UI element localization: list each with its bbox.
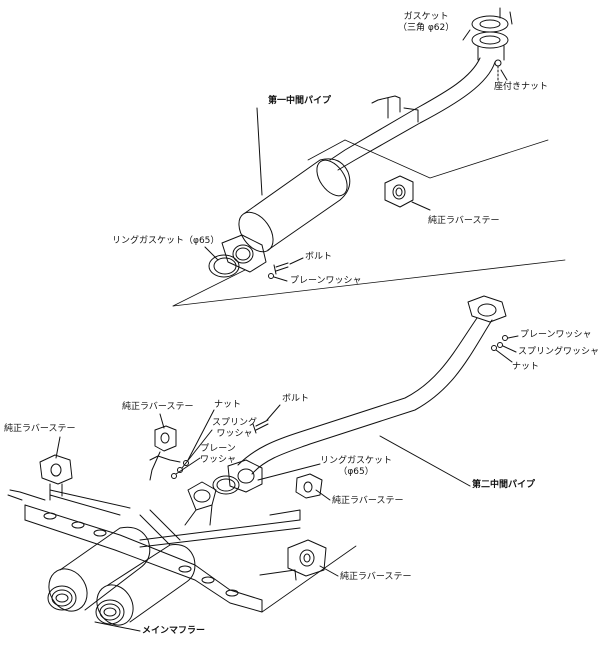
gasket-triangle-label: ガスケット （三角 φ62） xyxy=(398,12,454,34)
leader-ring-upper xyxy=(204,246,219,261)
exhaust-tip-left xyxy=(47,585,77,611)
gasket-triangle-line1: ガスケット xyxy=(403,12,449,22)
right-fasteners xyxy=(491,335,519,363)
leader-ring-lower xyxy=(257,463,321,481)
leader-washer-upper xyxy=(273,276,288,282)
leader-second-mid xyxy=(379,435,471,487)
rubber-stay-right-mid xyxy=(295,473,323,499)
spring-washer-center-label: スプリング ワッシャ xyxy=(212,418,257,440)
ring-gasket-upper xyxy=(208,254,240,278)
spring-washer-right-label: スプリングワッシャ xyxy=(518,347,600,357)
leader-stay-right-mid xyxy=(315,489,331,501)
rubber-stay-upper-label: 純正ラバーステー xyxy=(428,216,500,226)
plain-washer-center-label: プレーン ワッシャ xyxy=(200,444,236,466)
leader-bolt-upper xyxy=(289,257,304,265)
bolt-upper-label: ボルト xyxy=(305,252,333,262)
second-mid-inlet-flange xyxy=(467,295,507,323)
leader-seat-nut xyxy=(500,69,508,81)
gasket-triangle-line2: （三角 φ62） xyxy=(398,23,455,33)
first-mid-pipe-assembly xyxy=(172,7,566,307)
ring-gasket-lower-line1: リングガスケット xyxy=(320,456,393,466)
plain-washer-upper-label: プレーンワッシャ xyxy=(290,276,362,286)
plain-washer-right-label: プレーンワッシャ xyxy=(520,330,592,340)
ring-gasket-lower xyxy=(212,475,240,495)
spring-line2: ワッシャ xyxy=(216,429,253,439)
first-mid-pipe-label: 第一中間パイプ xyxy=(268,96,332,106)
seat-nut-label: 座付きナット xyxy=(494,82,549,92)
spring-line1: スプリング xyxy=(212,418,258,428)
frame-holes xyxy=(43,512,239,597)
first-mid-outlet-flange xyxy=(221,234,267,273)
first-mid-pipe-tube xyxy=(329,57,481,161)
second-mid-outlet-flange xyxy=(227,459,263,493)
rubber-stay-left-mid-label: 純正ラバーステー xyxy=(122,402,194,412)
upper-bolt xyxy=(268,262,289,279)
bolt-center-label: ボルト xyxy=(282,394,310,404)
leader-first-mid xyxy=(256,107,263,196)
leader-gasket-top xyxy=(462,29,471,41)
rubber-stay-upper xyxy=(384,175,414,208)
second-mid-pipe-assembly xyxy=(212,295,519,495)
leader-stay-left-mid xyxy=(159,413,165,429)
plain-line1: プレーン xyxy=(200,444,236,454)
plain-line2: ワッシャ xyxy=(200,455,237,465)
leader-stay-upper xyxy=(411,201,431,211)
rubber-stay-far-left xyxy=(39,454,73,501)
center-bolt xyxy=(252,419,269,434)
leader-nut-center xyxy=(187,409,215,461)
triangle-gasket-top xyxy=(471,7,513,61)
rubber-stay-far-left-label: 純正ラバーステー xyxy=(4,424,76,434)
leader-main-muffler xyxy=(94,621,141,632)
second-mid-pipe-tube xyxy=(237,317,478,466)
leader-stay-right-low xyxy=(319,565,339,577)
plane-guide-upper-left xyxy=(307,139,346,161)
rubber-stay-left-mid xyxy=(149,425,177,481)
ring-gasket-upper-label: リングガスケット（φ65） xyxy=(112,236,220,246)
first-mid-muffler xyxy=(238,158,351,253)
ring-gasket-lower-label: リングガスケット （φ65） xyxy=(320,456,392,478)
pipe-hanger-bracket xyxy=(371,95,419,123)
seat-nut-icon xyxy=(494,59,502,81)
center-merge-pipe xyxy=(184,481,217,526)
leader-bolt-center xyxy=(266,404,281,421)
muffler-frame xyxy=(24,504,263,613)
main-muffler-assembly xyxy=(7,409,357,632)
nut-center-label: ナット xyxy=(214,400,242,410)
rubber-stay-right-low-label: 純正ラバーステー xyxy=(340,572,412,582)
ring-gasket-lower-line2: （φ65） xyxy=(338,467,374,477)
rubber-stay-right-mid-label: 純正ラバーステー xyxy=(332,496,404,506)
rubber-stay-right-low xyxy=(287,539,327,577)
second-mid-pipe-label: 第二中間パイプ xyxy=(472,480,536,490)
leader-stay-far-left xyxy=(55,436,61,459)
main-muffler-label: メインマフラー xyxy=(142,626,206,636)
muffler-can-right xyxy=(96,544,196,626)
plane-guide-upper xyxy=(344,139,549,179)
leader-spring-center xyxy=(181,429,213,469)
exhaust-tip-right xyxy=(95,599,125,625)
leader-plain-center xyxy=(175,457,201,475)
nut-right-label: ナット xyxy=(512,362,540,372)
